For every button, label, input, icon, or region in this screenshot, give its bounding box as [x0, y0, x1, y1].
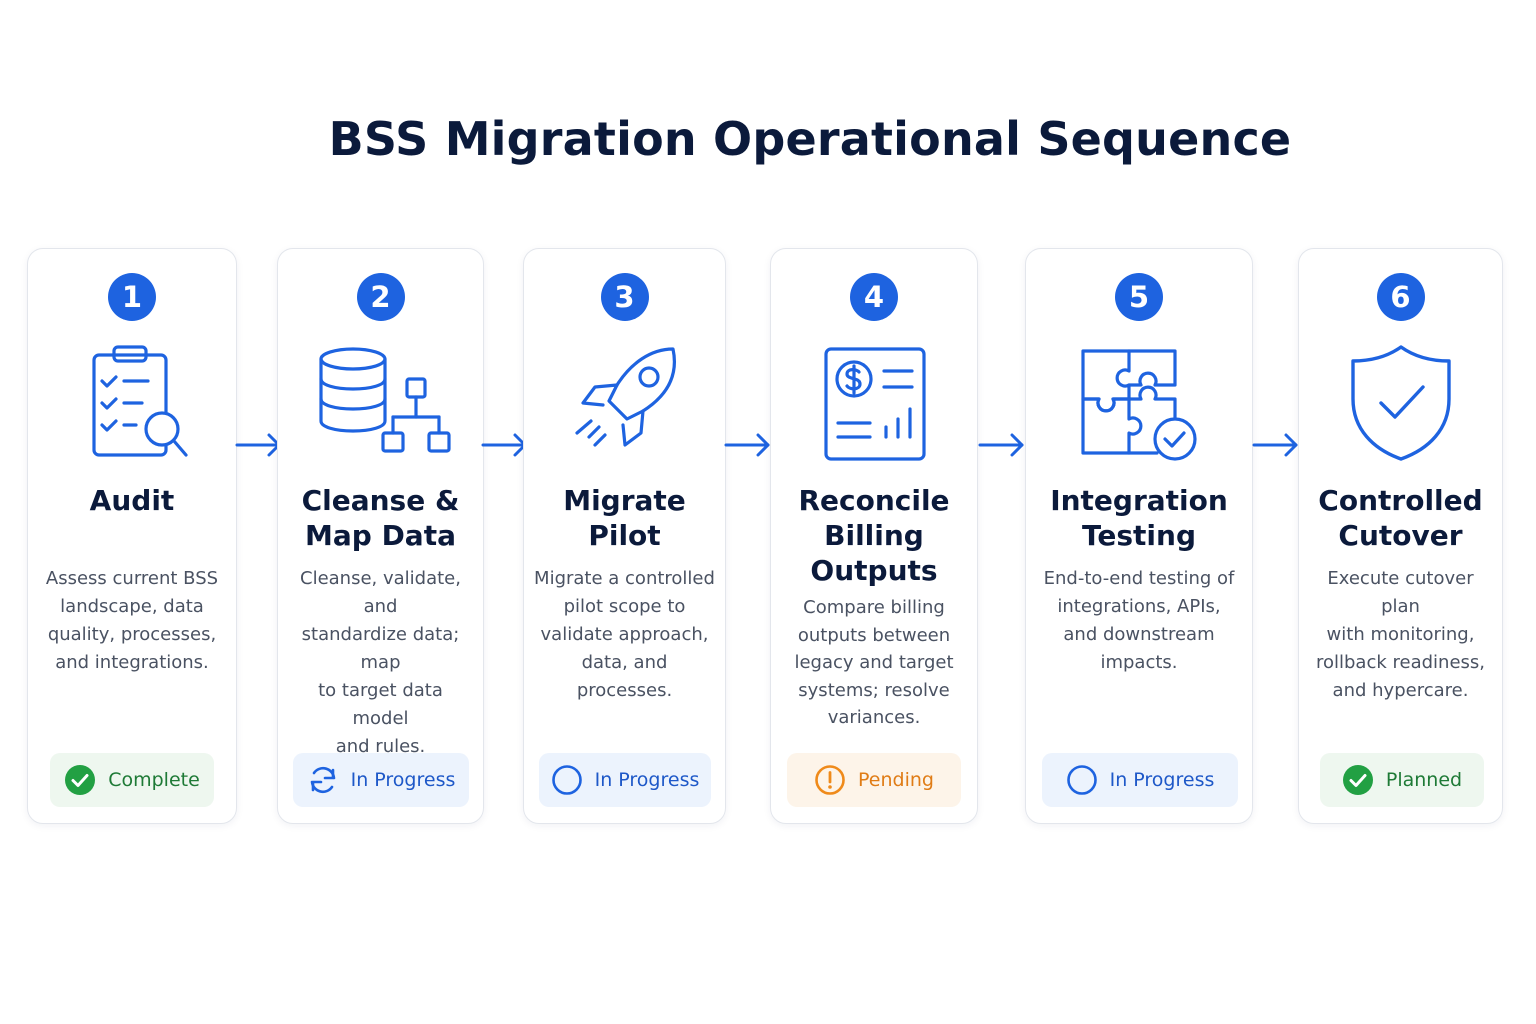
arrow-icon — [1252, 430, 1300, 460]
puzzle-check-icon — [1069, 341, 1209, 471]
step-number: 2 — [356, 273, 405, 321]
circle-outline-icon — [1066, 765, 1097, 795]
status-badge: Planned — [1320, 753, 1484, 807]
step-card-integration-testing: 5 Integration Testing End-to-end testing… — [1025, 248, 1253, 824]
billing-statement-icon — [804, 341, 944, 471]
arrow-icon — [481, 430, 529, 460]
step-description: Cleanse, validate, and standardize data;… — [300, 568, 461, 757]
step-title: Integration Testing — [1050, 484, 1228, 552]
status-badge: Pending — [787, 753, 961, 807]
shield-check-icon — [1331, 341, 1471, 471]
clipboard-search-icon — [62, 341, 202, 471]
arrow-icon — [235, 430, 283, 460]
circle-outline-icon — [551, 765, 582, 795]
status-label: Pending — [858, 769, 934, 791]
step-card-controlled-cutover: 6 Controlled Cutover Execute cutover pla… — [1298, 248, 1503, 824]
step-description: End-to-end testing of integrations, APIs… — [1043, 568, 1235, 673]
step-title: Migrate Pilot — [563, 484, 686, 552]
arrow-icon — [978, 430, 1026, 460]
check-circle-icon — [1342, 765, 1373, 795]
step-number: 1 — [108, 273, 156, 321]
status-label: In Progress — [594, 769, 700, 791]
step-title: Controlled Cutover — [1318, 484, 1483, 552]
page-title: BSS Migration Operational Sequence — [328, 112, 1292, 166]
step-title: Cleanse & Map Data — [301, 484, 460, 552]
rocket-icon — [555, 341, 695, 471]
status-label: In Progress — [1109, 769, 1215, 791]
alert-circle-icon — [815, 765, 845, 795]
status-badge: In Progress — [293, 753, 469, 807]
step-card-cleanse-map-data: 2 Cleanse & Map Data Cleanse, validate, … — [277, 248, 484, 824]
step-title: Reconcile Billing Outputs — [798, 484, 950, 587]
step-card-reconcile-billing-outputs: 4 Reconcile Billing Outputs Compare bill… — [770, 248, 978, 824]
refresh-icon — [310, 766, 335, 794]
step-card-audit: 1 Audit Assess current BSS landscape, da… — [27, 248, 237, 824]
status-badge: In Progress — [539, 753, 711, 807]
status-label: Complete — [108, 769, 200, 791]
step-description: Execute cutover plan with monitoring, ro… — [1315, 568, 1485, 701]
arrow-icon — [724, 430, 772, 460]
step-description: Compare billing outputs between legacy a… — [794, 597, 954, 728]
status-badge: In Progress — [1042, 753, 1238, 807]
step-title: Audit — [89, 484, 175, 517]
step-description: Assess current BSS landscape, data quali… — [45, 568, 219, 673]
step-description: Migrate a controlled pilot scope to vali… — [534, 568, 715, 701]
status-label: In Progress — [350, 769, 456, 791]
step-number: 4 — [850, 273, 898, 321]
status-badge: Complete — [50, 753, 214, 807]
step-number: 3 — [600, 273, 649, 321]
step-card-migrate-pilot: 3 Migrate Pilot Migrate a controlled pil… — [523, 248, 726, 824]
database-hierarchy-icon — [311, 341, 451, 471]
status-label: Planned — [1385, 769, 1463, 791]
check-circle-icon — [65, 765, 96, 795]
step-number: 5 — [1115, 273, 1163, 321]
step-number: 6 — [1376, 273, 1425, 321]
